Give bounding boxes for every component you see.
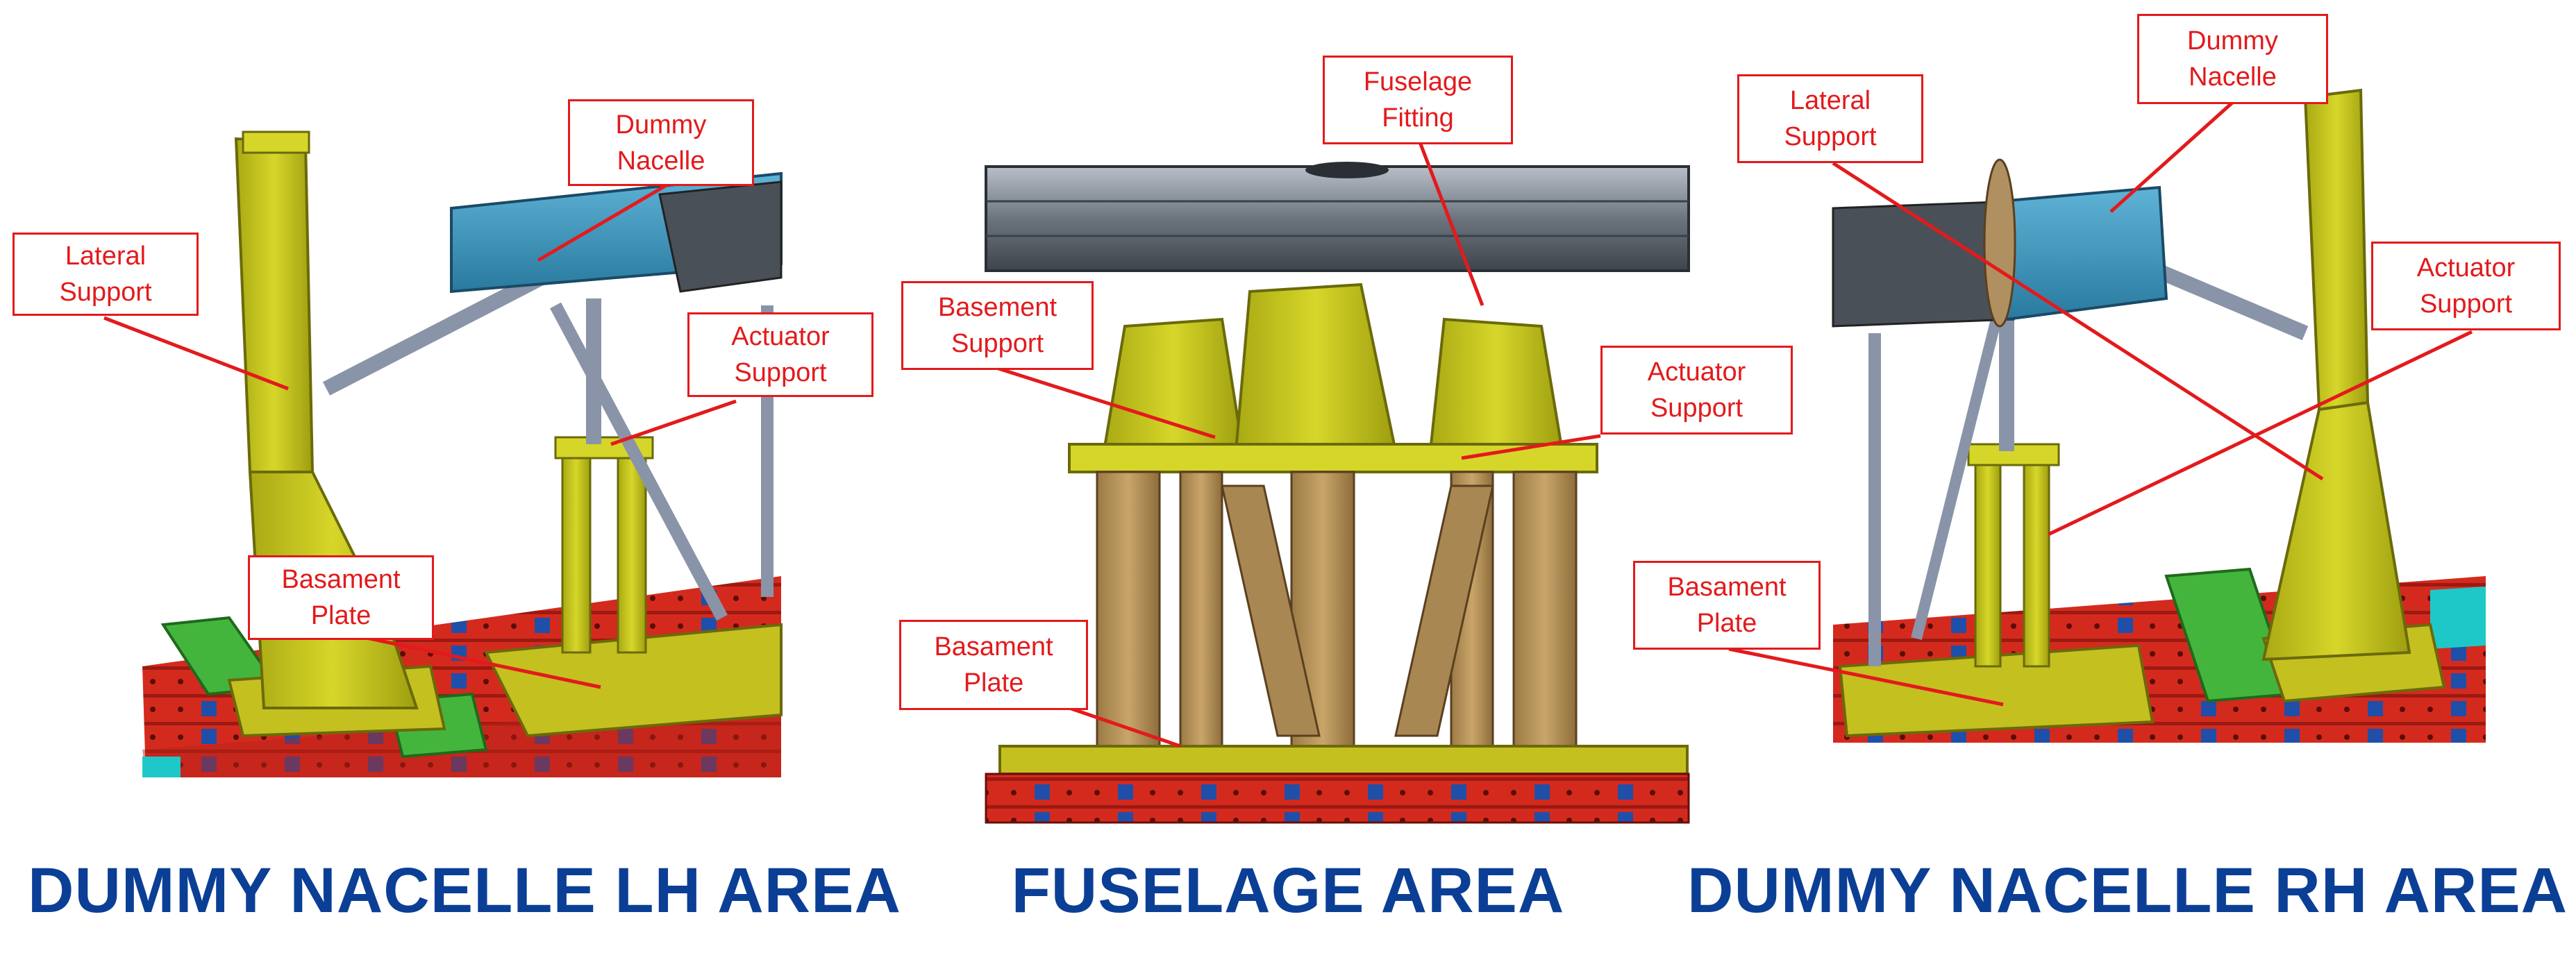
title-fuselage-area: FUSELAGE AREA [1011, 855, 1565, 926]
lh-actuator-support [561, 450, 592, 654]
leader-rh-basament-plate [1728, 647, 2004, 707]
leader-rh-actuator-support [2047, 330, 2473, 537]
fuselage-rail [985, 773, 1690, 824]
leader-lh-actuator-support [610, 399, 737, 446]
fuselage-basament-plate [998, 745, 1689, 775]
title-rh-area: DUMMY NACELLE RH AREA [1687, 855, 2568, 926]
leader-fuselage-basament-plate [1069, 706, 1181, 748]
leader-fuselage-actuator-support [1461, 434, 1601, 460]
leader-rh-lateral-support [1832, 161, 2324, 481]
leader-rh-dummy-nacelle [2109, 101, 2234, 213]
lh-area-drawing [142, 130, 783, 777]
fuselage-basement-support-left [1102, 317, 1245, 453]
fuselage-area-drawing [985, 162, 1690, 824]
rh-lateral-column [2303, 88, 2370, 412]
leader-lines [103, 101, 2473, 748]
rh-actuator-support [1974, 457, 2002, 668]
title-lh-area: DUMMY NACELLE LH AREA [28, 855, 901, 926]
leader-fuselage-fitting [1418, 142, 1484, 306]
fuselage-tan-column [1096, 471, 1161, 751]
leader-lh-dummy-nacelle [537, 177, 678, 262]
rh-dummy-nacelle [1998, 185, 2168, 321]
lh-basament-plate [483, 623, 783, 738]
leader-basement-support [996, 366, 1216, 439]
leader-lh-basament-plate [336, 630, 601, 689]
lh-actuator-rod [322, 271, 546, 396]
fuselage-beam [985, 165, 1690, 272]
rh-area-drawing [1832, 88, 2486, 743]
leader-lh-lateral-support [103, 316, 289, 391]
lh-lateral-column [234, 137, 315, 473]
